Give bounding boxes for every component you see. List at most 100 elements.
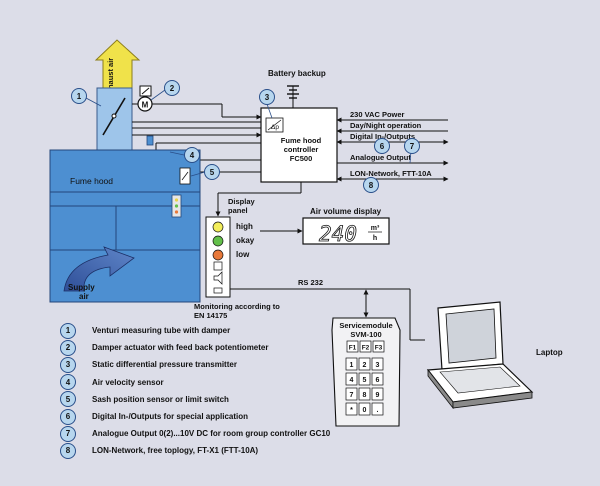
- legend-text: Digital In-/Outputs for special applicat…: [92, 412, 249, 422]
- key-4: [345, 372, 358, 386]
- key-6: [371, 372, 384, 386]
- marker-1-circle: [71, 88, 87, 104]
- rs232-label: RS 232: [298, 278, 323, 287]
- analogue-output-label: Analogue Output: [350, 153, 411, 162]
- legend-number: 5: [60, 391, 76, 408]
- laptop-icon: Laptop: [426, 301, 563, 410]
- fc500-controller: Δp Fume hood controller FC500: [260, 107, 338, 183]
- laptop-label: Laptop: [536, 348, 563, 357]
- supply-air-label-1: Supply: [68, 283, 95, 292]
- lon-network-label: LON-Network, FTT-10A: [350, 169, 432, 178]
- key-2: [358, 357, 371, 371]
- key-label: 5: [363, 377, 367, 384]
- sensors: [146, 135, 191, 185]
- legend-item: 7 Analogue Output 0(2)...10V DC for room …: [60, 425, 420, 442]
- key-label: 2: [363, 362, 367, 369]
- key-label: 0: [363, 407, 367, 414]
- key-fn-1: [346, 340, 359, 353]
- marker-7-label: 7: [410, 142, 415, 151]
- legend-text: Sash position sensor or limit switch: [92, 394, 229, 404]
- key-label: 9: [376, 392, 380, 399]
- marker-2-circle: [164, 80, 180, 96]
- marker-7-circle: [404, 138, 420, 154]
- key-label: *: [350, 407, 353, 414]
- led-okay-icon: [212, 235, 224, 247]
- marker-8-label: 8: [369, 181, 374, 190]
- marker-leader-line: [169, 151, 185, 156]
- key-3: [371, 357, 384, 371]
- air-volume-display: Air volume display 240 m³ h: [302, 207, 390, 246]
- low-label: low: [236, 250, 250, 259]
- panel-button-icon: [213, 261, 223, 271]
- key-12: [371, 402, 384, 416]
- day-night-label: Day/Night operation: [350, 121, 422, 130]
- key-fn-2: [359, 340, 372, 353]
- display-panel-label-2: panel: [228, 206, 248, 215]
- key-label: 7: [350, 392, 354, 399]
- led-low-icon: [212, 249, 224, 261]
- actuator-group: M: [132, 85, 262, 120]
- marker-6-circle: [374, 138, 390, 154]
- battery-backup-label: Battery backup: [268, 69, 326, 78]
- controller-label-1: Fume hood: [281, 136, 322, 145]
- fume-hood-label: Fume hood: [70, 176, 113, 186]
- servicemodule-label-2: SVM-100: [350, 330, 381, 339]
- air-volume-display-label: Air volume display: [310, 207, 382, 216]
- key-11: [358, 402, 371, 416]
- monitoring-label-2: EN 14175: [194, 311, 227, 320]
- marker-5-label: 5: [210, 168, 215, 177]
- legend-item: 2 Damper actuator with feed back potentio…: [60, 339, 420, 356]
- display-panel-label-1: Display: [228, 197, 256, 206]
- key-fn-3: [372, 340, 385, 353]
- legend-text: Analogue Output 0(2)...10V DC for room g…: [92, 429, 331, 439]
- display-unit-bottom: h: [373, 235, 377, 242]
- buzzer-icon: [213, 271, 223, 285]
- key-9: [371, 387, 384, 401]
- marker-8-circle: [363, 177, 379, 193]
- legend-number: 2: [60, 339, 76, 356]
- legend-number: 4: [60, 374, 76, 391]
- svg-text:Δp: Δp: [271, 124, 279, 131]
- marker-5-circle: [204, 164, 220, 180]
- display-value: 240: [319, 222, 357, 246]
- key-7: [345, 387, 358, 401]
- legend-number: 7: [60, 425, 76, 442]
- legend-text: Static differential pressure transmitter: [92, 360, 237, 370]
- io-lines: 230 VAC Power Day/Night operation Digita…: [336, 110, 449, 182]
- key-fn-label: F2: [362, 345, 370, 352]
- marker-leader-line: [150, 89, 166, 101]
- marker-4-label: 4: [190, 151, 195, 160]
- key-label: 8: [363, 392, 367, 399]
- controller-label-2: controller: [284, 145, 319, 154]
- led-high-icon: [212, 221, 224, 233]
- power-label: 230 VAC Power: [350, 110, 405, 119]
- rs232-connection: RS 232: [230, 278, 425, 341]
- servicemodule-label-1: Servicemodule: [339, 321, 392, 330]
- svg-text:M: M: [142, 101, 149, 110]
- marker-leader-line: [190, 171, 206, 177]
- legend-text: Damper actuator with feed back potentiom…: [92, 343, 269, 353]
- marker-2-label: 2: [170, 84, 175, 93]
- legend-number: 1: [60, 322, 76, 339]
- legend-text: LON-Network, free toplogy, FT-X1 (FTT-10…: [92, 446, 259, 456]
- display-panel: high okay low Monitoring according to EN…: [194, 216, 303, 320]
- battery-backup: Battery backup: [268, 69, 326, 108]
- service-port-icon: [213, 287, 223, 294]
- legend-number: 6: [60, 408, 76, 425]
- digital-io-label: Digital In-/Outputs: [350, 132, 415, 141]
- marker-3-label: 3: [265, 93, 270, 102]
- velocity-sensor-icon: [146, 135, 154, 146]
- key-fn-label: F1: [349, 345, 357, 352]
- key-fn-label: F3: [375, 345, 383, 352]
- exhaust-air-label: Exhaust air: [106, 58, 115, 99]
- legend-item: 5 Sash position sensor or limit switch: [60, 391, 420, 408]
- legend-item: 6 Digital In-/Outputs for special applica…: [60, 408, 420, 425]
- venturi-duct: [96, 87, 133, 151]
- display-unit-top: m³: [371, 225, 380, 232]
